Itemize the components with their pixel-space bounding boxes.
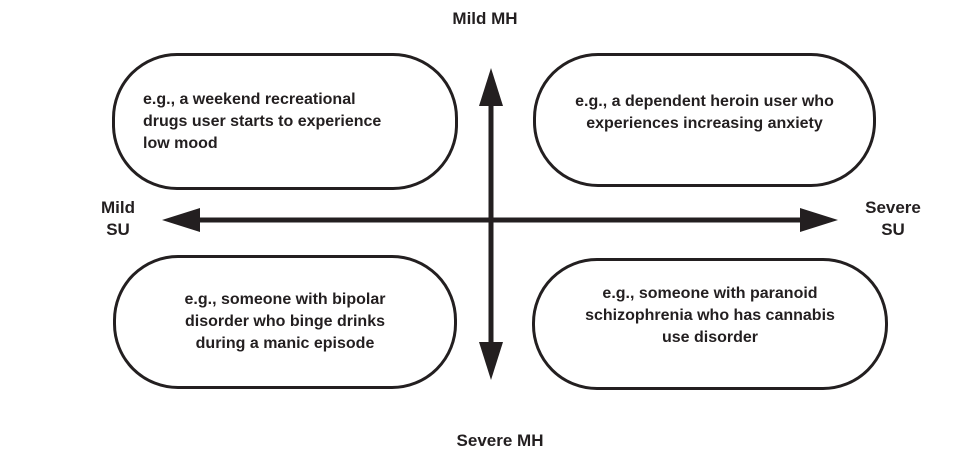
quadrant-example-text: e.g., someone with bipolar disorder who …: [184, 291, 386, 352]
quadrant-box-mild-su-severe-mh: e.g., someone with bipolar disorder who …: [113, 255, 457, 389]
axis-label-mild-su: Mild SU: [101, 198, 135, 239]
quadrant-box-mild-su-mild-mh: e.g., a weekend recreational drugs user …: [112, 53, 458, 190]
quadrant-example-text: e.g., a weekend recreational drugs user …: [143, 90, 382, 152]
quadrant-box-severe-su-mild-mh: e.g., a dependent heroin user who experi…: [533, 53, 876, 187]
vertical-axis-arrow: [479, 68, 503, 380]
quadrant-box-severe-su-severe-mh: e.g., someone with paranoid schizophreni…: [532, 258, 888, 390]
quadrant-example-text: e.g., someone with paranoid schizophreni…: [585, 285, 835, 346]
quadrant-example-text: e.g., a dependent heroin user who experi…: [575, 93, 834, 132]
axis-label-severe-mh: Severe MH: [456, 431, 544, 450]
axis-label-severe-su: Severe SU: [865, 198, 921, 239]
horizontal-axis-arrow: [162, 208, 838, 232]
axis-label-mild-mh: Mild MH: [452, 9, 518, 28]
